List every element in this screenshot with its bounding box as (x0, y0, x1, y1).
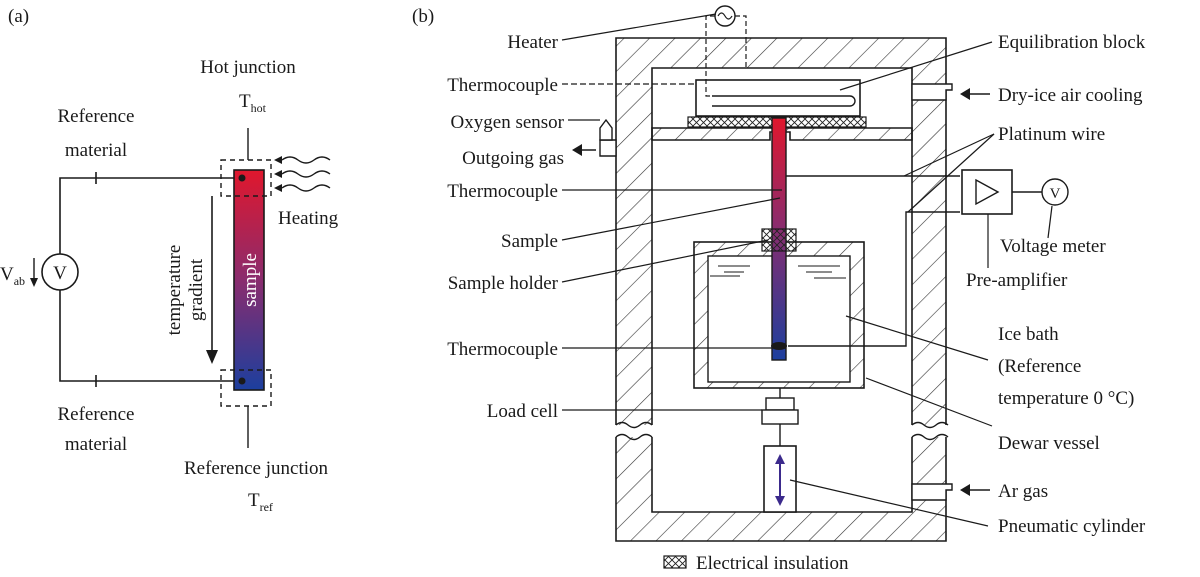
outgoing-gas-label: Outgoing gas (462, 148, 564, 169)
circuit-wires (59, 172, 242, 387)
load-cell (761, 409, 799, 425)
reference-material-top-label-1: Reference (58, 106, 135, 127)
dry-ice-inlet (911, 83, 953, 101)
panel-b-letter: (b) (412, 6, 434, 27)
t-hot-label: Thot (239, 91, 267, 115)
reference-junction-label: Reference junction (184, 458, 329, 479)
reference-material-bottom-label-1: Reference (58, 404, 135, 425)
oxygen-sensor-label: Oxygen sensor (451, 112, 565, 133)
platinum-wire-label: Platinum wire (998, 124, 1105, 145)
heater-label: Heater (507, 32, 558, 53)
ar-gas-label: Ar gas (998, 481, 1048, 502)
heater-coil (712, 95, 856, 107)
dewar-vessel-label: Dewar vessel (998, 433, 1100, 454)
v-ab-label: Vab (0, 264, 25, 288)
pneumatic-cylinder-label: Pneumatic cylinder (998, 516, 1146, 537)
ice-bath-label-3: temperature 0 °C) (998, 388, 1134, 409)
reference-material-bottom-label-2: material (65, 434, 127, 455)
electrical-insulation-legend-label: Electrical insulation (696, 553, 849, 574)
heating-label: Heating (278, 208, 339, 229)
amplifier-icon (975, 178, 1000, 206)
hot-junction-dot (238, 174, 246, 182)
reference-material-top-label-2: material (65, 140, 127, 161)
voltmeter-a-symbol: V (53, 263, 67, 284)
voltmeter-a-icon (41, 253, 79, 291)
ice-bath-label-2: (Reference (998, 356, 1081, 377)
pre-amplifier-label: Pre-amplifier (966, 270, 1068, 291)
thermocouple-top-label: Thermocouple (447, 75, 558, 96)
voltage-meter-label: Voltage meter (1000, 236, 1106, 257)
panel-a: (a) V Vab sample (0, 6, 339, 514)
reference-junction-box (220, 369, 272, 407)
outgoing-gas-arrow-icon (572, 144, 582, 156)
panel-a-letter: (a) (8, 6, 29, 27)
hot-junction-label: Hot junction (200, 57, 296, 78)
platinum-wire (788, 211, 960, 347)
temperature-gradient-label-1: temperature (164, 245, 185, 336)
temperature-gradient-label-2: gradient (186, 258, 207, 321)
equilibration-block (695, 79, 861, 117)
ar-gas-inlet (911, 483, 953, 501)
thermocouple-bath-label: Thermocouple (447, 339, 558, 360)
ice-bath-label-1: Ice bath (998, 324, 1059, 345)
thermocouple-mid-label: Thermocouple (447, 181, 558, 202)
heating-waves-icon (281, 156, 331, 192)
load-cell-label: Load cell (487, 401, 558, 422)
bath-thermocouple-junction (771, 342, 787, 350)
reference-junction-dot (238, 377, 246, 385)
electrical-insulation-legend-icon (663, 555, 687, 569)
voltage-meter-symbol: V (1050, 186, 1061, 202)
oxygen-sensor-icon (599, 118, 613, 141)
panel-b: (b) (412, 5, 1146, 574)
leader-lines (561, 13, 1053, 527)
hot-junction-box (220, 159, 272, 197)
load-cell-top (765, 397, 795, 411)
voltage-meter-icon (1041, 178, 1069, 206)
sample-bar (233, 169, 265, 391)
dry-ice-air-cooling-label: Dry-ice air cooling (998, 85, 1143, 106)
ar-gas-arrow-icon (960, 484, 970, 496)
ice-bath-liquid (710, 265, 846, 279)
sample-bar-label: sample (240, 253, 261, 307)
dry-ice-arrow-icon (960, 88, 970, 100)
sample-label: Sample (501, 231, 558, 252)
t-ref-label: Tref (248, 490, 273, 514)
sample-holder-label: Sample holder (448, 273, 559, 294)
sample-holder (761, 228, 797, 252)
equilibration-block-label: Equilibration block (998, 32, 1146, 53)
gas-outlet (599, 139, 617, 157)
